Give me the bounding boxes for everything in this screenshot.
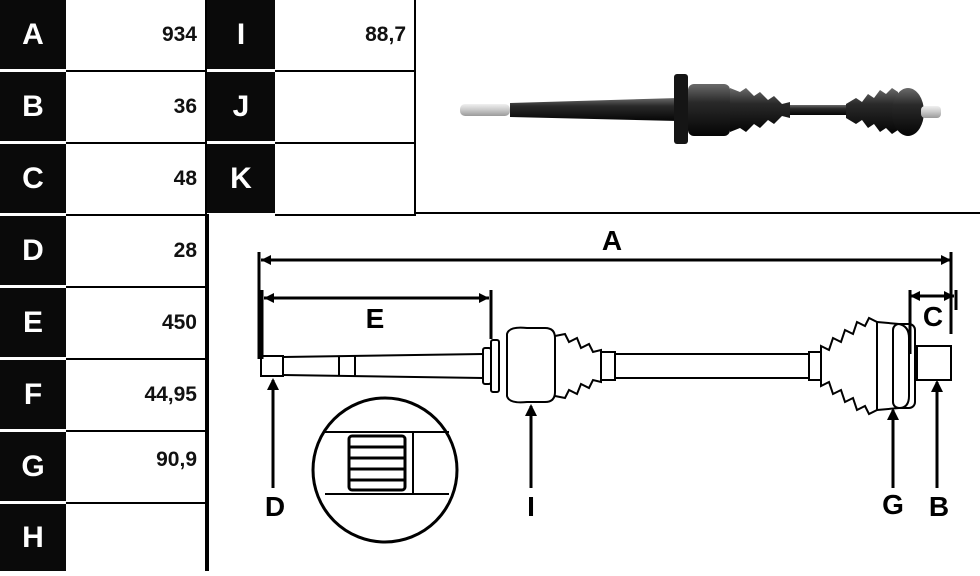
inner-boot [554,332,602,400]
value-cell-d: 28 [66,216,207,288]
drawing-label-c: C [923,301,943,332]
left-spline-end [260,355,284,377]
drawing-label-g: G [882,489,904,520]
photo-inner-boot [730,88,790,132]
label-cell-i: I [207,0,275,70]
middle-shaft-collar-right [808,351,822,381]
photo-middle-shaft [790,105,846,115]
arrow-c-left [910,291,920,301]
technical-drawing: A E C D I G B [207,214,980,571]
photo-outer-joint [892,88,924,136]
arrow-a-right [941,255,951,265]
drawing-label-e: E [366,303,385,334]
value-cell-g: 90,9 [66,432,207,504]
drawing-label-a: A [602,225,622,256]
label-cell-e: E [0,288,66,358]
arrow-b [931,380,943,392]
label-cell-a: A [0,0,66,70]
spline-detail-teeth-block [347,434,407,492]
label-cell-j: J [207,72,275,142]
photo-stub-right [921,106,941,118]
drawing-label-i: I [527,491,535,522]
photo-outer-boot [846,88,898,134]
photo-main-shaft [510,98,678,121]
technical-drawing-svg: A E C D I G B [257,225,958,544]
arrow-c-right [944,291,954,301]
outer-boot [820,316,878,416]
right-spline-end [916,345,952,381]
abs-ring [892,323,916,409]
inner-joint-ring-1 [482,347,492,385]
middle-shaft-collar-left [600,351,616,381]
value-cell-i: 88,7 [275,0,416,72]
photo-stub-left [460,104,510,116]
value-cell-f: 44,95 [66,360,207,432]
arrow-e-left [264,293,274,303]
label-cell-g: G [0,432,66,502]
drive-shaft-photo-drawing [460,74,941,144]
label-cell-c: C [0,144,66,214]
value-cell-k [275,144,416,216]
value-cell-c: 48 [66,144,207,216]
photo-inner-joint [688,84,730,136]
arrow-i [525,404,537,416]
label-cell-b: B [0,72,66,142]
label-cell-k: K [207,144,275,214]
arrow-a-left [261,255,271,265]
drawing-label-b: B [929,491,949,522]
label-cell-d: D [0,216,66,286]
drive-shaft-photo [416,0,980,214]
spline-detail-circle [311,396,459,544]
inner-joint-housing [506,326,556,404]
left-shaft-bottom [282,374,484,379]
value-cell-a: 934 [66,0,207,72]
value-cell-b: 36 [66,72,207,144]
value-cell-h [66,504,207,571]
arrow-g [887,408,899,420]
label-cell-f: F [0,360,66,430]
value-cell-e: 450 [66,288,207,360]
arrow-e-right [479,293,489,303]
left-shaft-top [282,353,484,358]
inner-joint-ring-2 [490,339,500,393]
label-cell-h: H [0,504,66,571]
arrow-d [267,378,279,390]
photo-bearing-collar [674,74,688,144]
value-cell-j [275,72,416,144]
drawing-label-d: D [265,491,285,522]
